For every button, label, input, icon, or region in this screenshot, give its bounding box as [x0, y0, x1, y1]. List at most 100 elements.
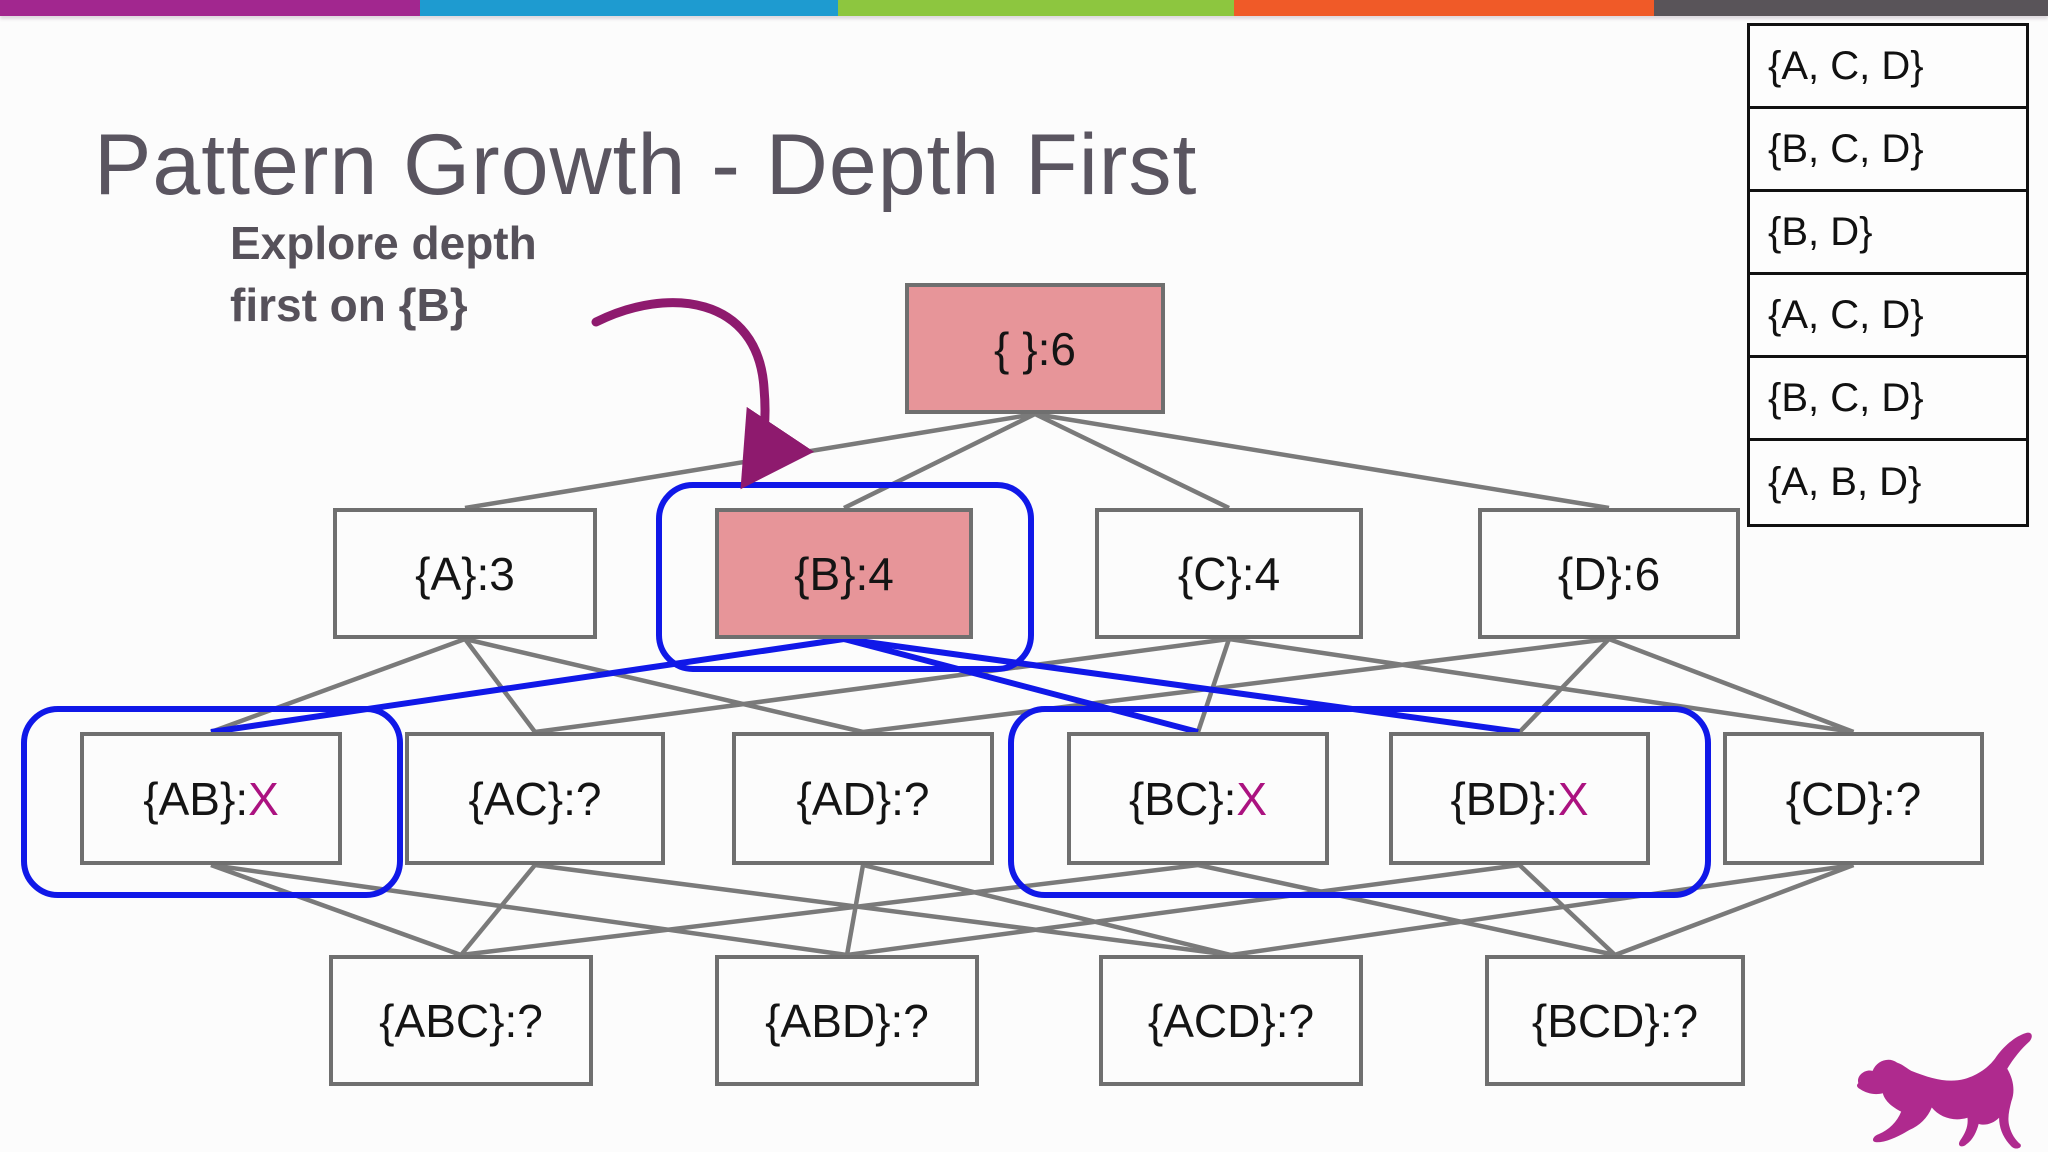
- node-ABD-count: ?: [903, 994, 929, 1047]
- blue-outline-B: [656, 482, 1034, 672]
- node-AD-nsep: :: [891, 772, 904, 825]
- edge-AC-ABC: [459, 863, 537, 957]
- edge-BD-ABD: [846, 862, 1520, 958]
- node-D-nset: {D}: [1557, 547, 1622, 600]
- node-BD-count: X: [1557, 772, 1589, 825]
- edge-BC-BCD: [1197, 862, 1616, 958]
- node-root-count: 6: [1050, 322, 1076, 375]
- node-AB-nset: {AB}: [143, 772, 236, 825]
- transaction-row: {A, B, D}: [1768, 460, 1922, 504]
- blue-outlines-group: [21, 482, 1711, 898]
- node-A: {A} : 3: [333, 508, 597, 639]
- page-title: Pattern Growth - Depth First: [94, 116, 1198, 213]
- transaction-table: {A, C, D}{B, C, D}{B, D}{A, C, D}{B, C, …: [1747, 23, 2029, 527]
- edge-AD-ACD: [862, 862, 1232, 958]
- edge-B-BD: [843, 636, 1520, 735]
- blue-outline-BC-BD: [1008, 706, 1711, 898]
- node-root-nset: { }: [994, 322, 1038, 375]
- dog-logo-icon: [1856, 1032, 2032, 1149]
- node-AB-nsep: :: [235, 772, 249, 825]
- topbar-segment-blue: [420, 0, 838, 16]
- node-CD: {CD} : ?: [1723, 732, 1984, 865]
- node-CD-nsep: :: [1882, 772, 1896, 825]
- transaction-row: {B, D}: [1750, 192, 2026, 275]
- node-ACD-nset: {ACD}: [1147, 994, 1276, 1047]
- top-accent-bar: [0, 0, 2048, 16]
- blue-outline-AB: [21, 706, 403, 898]
- node-ACD-count: ?: [1288, 994, 1315, 1047]
- annotation-arrow-icon: [591, 298, 815, 490]
- edge-BD-BCD: [1517, 863, 1617, 957]
- node-ABC-nsep: :: [504, 994, 518, 1047]
- edge-D-AD: [862, 636, 1610, 735]
- edge-root-C: [1034, 411, 1230, 511]
- edge-root-D: [1034, 411, 1610, 511]
- node-root-nsep: :: [1037, 322, 1051, 375]
- node-ABD: {ABD} : ?: [715, 955, 979, 1086]
- node-B-nsep: :: [855, 547, 869, 600]
- node-AB: {AB} : X: [80, 732, 342, 865]
- edge-A-AC: [463, 637, 537, 734]
- node-AD-nset: {AD}: [796, 772, 892, 825]
- transaction-row: {B, C, D}: [1750, 109, 2026, 192]
- edge-D-CD: [1608, 636, 1855, 735]
- node-ACD: {ACD} : ?: [1099, 955, 1363, 1086]
- topbar-segment-purple: [0, 0, 420, 16]
- edge-CD-BCD: [1614, 862, 1855, 958]
- node-root: { } : 6: [905, 283, 1165, 414]
- edge-C-BC: [1195, 638, 1232, 733]
- transaction-row: {A, C, D}: [1750, 26, 2026, 109]
- node-ABC-nset: {ABC}: [379, 994, 505, 1047]
- edge-CD-ACD: [1230, 862, 1854, 958]
- node-AC-nsep: :: [563, 772, 576, 825]
- topbar-segment-green: [838, 0, 1234, 16]
- blue-edges-group: [210, 636, 1520, 735]
- edge-root-B: [843, 411, 1036, 511]
- node-D: {D} : 6: [1478, 508, 1740, 639]
- node-ABC: {ABC} : ?: [329, 955, 593, 1086]
- edge-root-A: [464, 411, 1036, 511]
- node-ABC-count: ?: [517, 994, 543, 1047]
- edge-C-AC: [534, 636, 1230, 735]
- node-B-nset: {B}: [794, 547, 856, 600]
- node-BC: {BC} : X: [1067, 732, 1329, 865]
- edge-AD-ABD: [844, 864, 866, 956]
- node-A-nset: {A}: [415, 547, 477, 600]
- edge-D-BD: [1517, 637, 1611, 734]
- node-C-nset: {C}: [1177, 547, 1242, 600]
- annotation-text: Explore depth first on {B}: [230, 217, 537, 332]
- transaction-row: {B, C, D}: [1750, 358, 2026, 441]
- node-D-nsep: :: [1621, 547, 1635, 600]
- node-A-nsep: :: [476, 547, 490, 600]
- node-ABD-nset: {ABD}: [765, 994, 891, 1047]
- topbar-segment-gray: [1654, 0, 2048, 16]
- node-BCD-count: ?: [1672, 994, 1699, 1047]
- edge-AB-ABC: [210, 862, 462, 958]
- node-A-count: 3: [489, 547, 515, 600]
- node-BCD: {BCD} : ?: [1485, 955, 1745, 1086]
- node-B: {B} : 4: [715, 508, 973, 639]
- edge-AB-ABD: [210, 862, 848, 958]
- node-AD: {AD} : ?: [732, 732, 994, 865]
- node-CD-count: ?: [1895, 772, 1922, 825]
- node-ACD-nsep: :: [1275, 994, 1289, 1047]
- node-BD-nsep: :: [1545, 772, 1558, 825]
- dog-silhouette: [1856, 1032, 2032, 1149]
- node-C-count: 4: [1254, 547, 1281, 600]
- edge-AC-ACD: [534, 862, 1232, 958]
- edge-BC-ABC: [460, 862, 1199, 958]
- node-AD-count: ?: [903, 772, 930, 825]
- node-BD: {BD} : X: [1389, 732, 1650, 865]
- node-D-count: 6: [1634, 547, 1661, 600]
- node-BC-count: X: [1236, 772, 1268, 825]
- node-BC-nset: {BC}: [1128, 772, 1224, 825]
- edge-A-AD: [464, 636, 864, 735]
- node-BCD-nsep: :: [1659, 994, 1673, 1047]
- edge-C-CD: [1228, 636, 1854, 735]
- node-AC-count: ?: [575, 772, 602, 825]
- node-ABD-nsep: :: [890, 994, 904, 1047]
- edge-A-AB: [210, 636, 466, 735]
- node-BC-nsep: :: [1223, 772, 1237, 825]
